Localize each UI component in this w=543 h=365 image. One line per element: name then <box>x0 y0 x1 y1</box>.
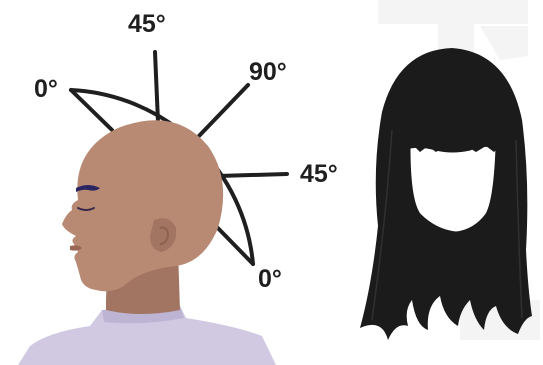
long-hair-wig-icon <box>360 48 532 340</box>
angle-label-left-zero: 0° <box>34 75 58 103</box>
angle-label-right-45: 45° <box>300 160 338 188</box>
angle-label-bottom-right-zero: 0° <box>258 265 282 293</box>
protractor-line-right-45 <box>218 174 287 176</box>
angle-label-top-45: 45° <box>128 10 166 38</box>
angle-label-top-right-90: 90° <box>249 58 287 86</box>
protractor-line-top-45 <box>155 52 158 122</box>
bald-head-profile <box>62 120 223 291</box>
protractor-line-90 <box>198 85 248 137</box>
